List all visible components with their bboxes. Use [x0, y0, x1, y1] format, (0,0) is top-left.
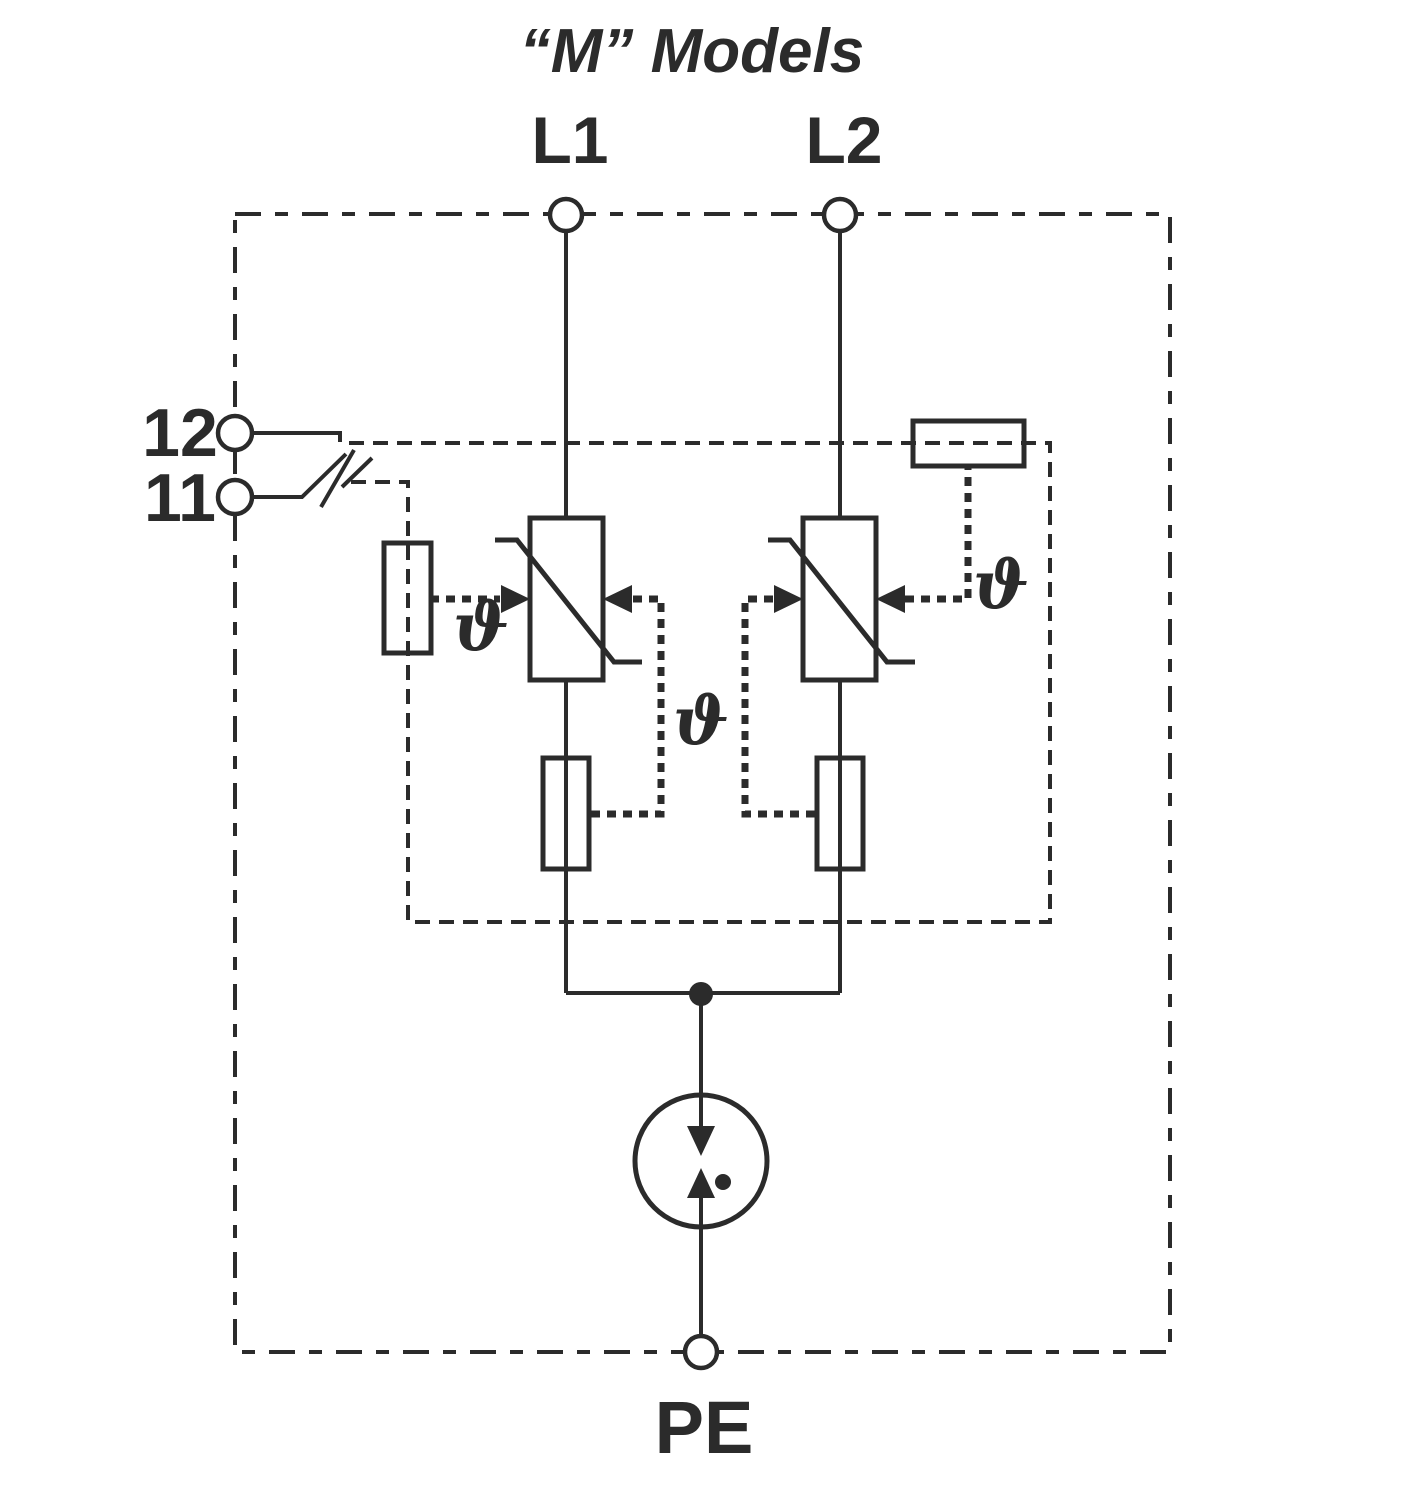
label-l2: L2: [805, 103, 882, 177]
remote-signalling-contact: [252, 431, 374, 509]
thermal-links: [430, 468, 972, 818]
monitoring-module-border: [341, 441, 1052, 924]
contact-11-blade: [252, 452, 348, 499]
thermal-link-l2-left: [741, 595, 817, 818]
label-theta-left: ϑ: [453, 588, 509, 666]
thermal-link-l2-right: [905, 468, 972, 603]
sensor-top-right: [910, 418, 1027, 469]
varistor-l1-diagonal: [495, 537, 642, 665]
diagram-title: “M” Models: [520, 17, 864, 86]
terminal-nodes: [215, 196, 859, 1371]
gdt-arrow-down-icon: [687, 1126, 715, 1156]
thermal-link-l1-right: [590, 595, 665, 818]
label-l1: L1: [531, 103, 608, 177]
contact-12-wire: [252, 431, 342, 442]
thermal-arrow-l1-right-icon: [603, 585, 632, 613]
gas-discharge-tube: [632, 1092, 770, 1230]
terminal-l1-node: [547, 196, 585, 234]
terminal-pe-node: [682, 1333, 720, 1371]
contact-slash-2: [340, 456, 374, 489]
label-theta-center: ϑ: [673, 682, 729, 760]
terminal-12-node: [215, 413, 255, 453]
gdt-trigger-dot: [715, 1174, 731, 1190]
label-theta-right: ϑ: [973, 546, 1029, 624]
device-enclosure-border: [233, 212, 1172, 1354]
thermal-arrow-l1-left-icon: [501, 585, 530, 613]
junction-dot: [689, 982, 713, 1006]
label-terminal-12: 12: [142, 395, 218, 471]
sensing-elements: [381, 418, 1027, 872]
contact-slash-1: [319, 448, 356, 509]
thermal-arrow-l2-left-icon: [774, 585, 803, 613]
varistor-l2-diagonal: [768, 537, 915, 665]
gdt-arrow-up-icon: [687, 1168, 715, 1198]
label-terminal-11: 11: [144, 460, 216, 536]
sensor-left: [381, 540, 434, 656]
label-pe: PE: [655, 1386, 754, 1469]
terminal-l2-node: [821, 196, 859, 234]
thermal-disconnect-l1: [540, 755, 592, 872]
thermal-arrow-l2-right-icon: [876, 585, 905, 613]
terminal-11-node: [215, 477, 255, 517]
thermal-disconnect-l2: [814, 755, 866, 872]
gdt-circle: [632, 1092, 770, 1230]
conductors: [564, 231, 842, 1336]
